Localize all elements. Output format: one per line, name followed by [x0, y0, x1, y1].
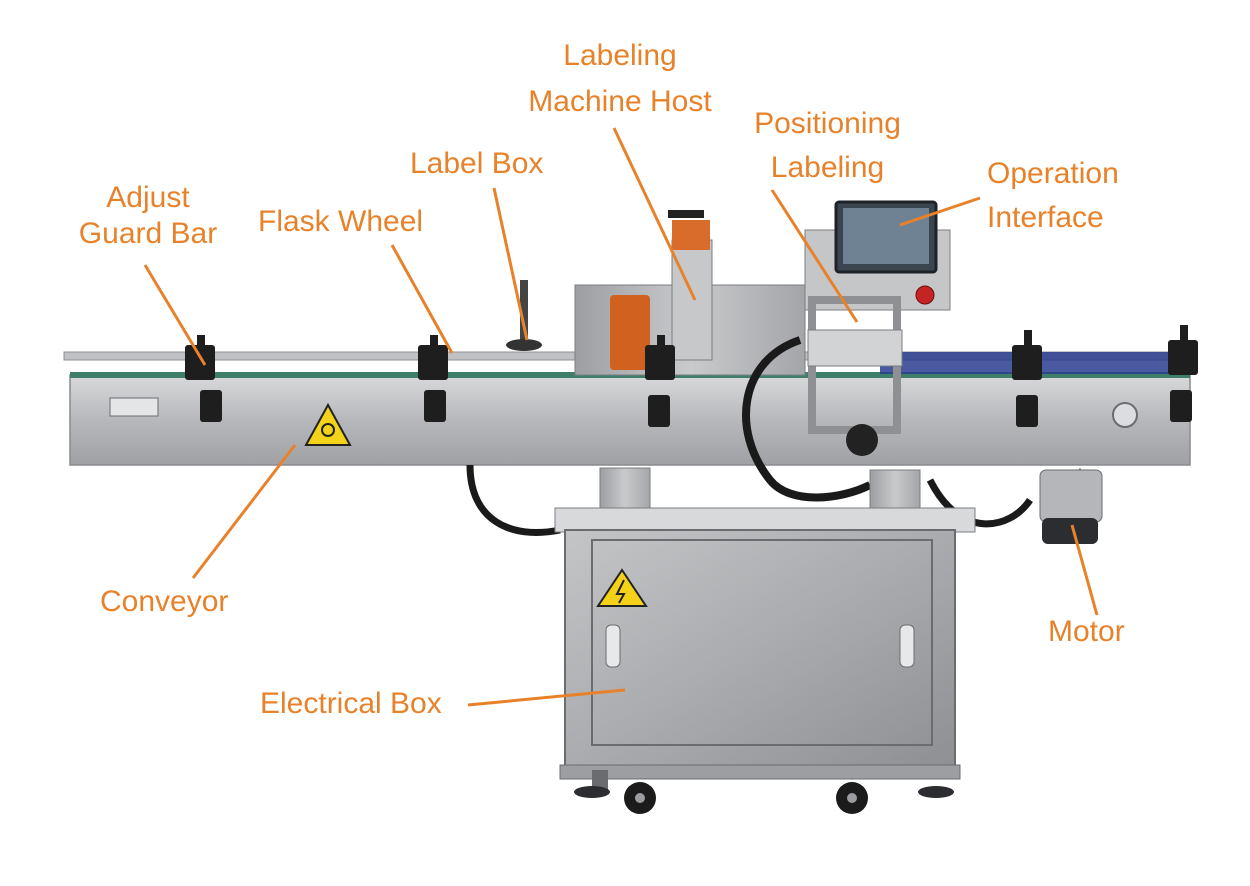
support-column-right: [869, 469, 921, 509]
label-electrical-box: Electrical Box: [260, 686, 442, 722]
host-knob: [668, 210, 704, 218]
label-motor: Motor: [1048, 614, 1125, 650]
motor-base: [1042, 518, 1098, 544]
electric-hazard-icon: [596, 568, 648, 607]
label-box-post: [520, 280, 528, 340]
cabinet-door: [591, 539, 933, 746]
touch-screen-glass: [843, 208, 929, 264]
positioning-block: [807, 329, 903, 367]
label-operation-interface: Operation Interface: [987, 156, 1119, 236]
label-line: Machine Host: [528, 85, 712, 118]
host-column: [671, 239, 713, 361]
leader-conveyor: [191, 444, 297, 579]
label-line: Flask Wheel: [258, 205, 424, 238]
label-line: Labeling: [770, 151, 885, 184]
label-line: Positioning: [754, 107, 901, 140]
support-column-left: [599, 467, 651, 509]
cabinet-handle-right: [899, 624, 915, 668]
leader-positioning-labeling: [770, 189, 859, 323]
label-line: Electrical Box: [260, 687, 442, 720]
host-top-block: [672, 220, 710, 250]
label-positioning-labeling: Positioning Labeling: [730, 106, 925, 186]
conveyor-drive-hub: [1112, 402, 1138, 428]
label-label-box: Label Box: [410, 146, 543, 182]
cabinet-base: [559, 764, 961, 780]
caster-wheels: [574, 770, 954, 814]
leader-adjust-guard-bar: [143, 264, 207, 366]
label-adjust-guard-bar: Adjust Guard Bar: [58, 180, 238, 252]
label-line: Label Box: [410, 147, 544, 180]
guard-clamps: [185, 325, 1198, 427]
gear-hazard-icon: [304, 402, 352, 446]
leader-electrical-box: [467, 688, 626, 707]
cable-right: [926, 478, 1033, 528]
label-line: Guard Bar: [78, 217, 218, 250]
leader-operation-interface: [899, 196, 981, 227]
leader-label-box: [492, 187, 529, 341]
cable-loop: [742, 336, 872, 502]
label-line: Labeling: [563, 39, 677, 72]
cabinet-top: [554, 507, 976, 533]
electrical-cabinet: [564, 529, 956, 771]
leader-motor: [1070, 524, 1099, 616]
cable-left: [466, 464, 561, 536]
leader-labeling-machine-host: [612, 127, 697, 301]
label-line: Interface: [987, 201, 1104, 234]
label-line: Conveyor: [100, 585, 229, 618]
label-line: Operation: [987, 157, 1119, 190]
label-labeling-machine-host: Labeling Machine Host: [495, 38, 745, 120]
label-flask-wheel: Flask Wheel: [258, 204, 423, 240]
leader-lines: [143, 127, 1099, 707]
cabinet-handle-left: [605, 624, 621, 668]
motor-housing: [1039, 469, 1103, 523]
label-line: Adjust: [106, 181, 190, 214]
emergency-stop-button: [915, 285, 935, 305]
conveyor-end-bracket: [109, 397, 159, 417]
leader-flask-wheel: [390, 244, 454, 354]
label-roll: [610, 295, 650, 370]
label-conveyor: Conveyor: [100, 584, 228, 620]
positioning-knob: [846, 424, 878, 456]
flask-wheel-disc: [506, 339, 542, 351]
label-line: Motor: [1048, 615, 1125, 648]
